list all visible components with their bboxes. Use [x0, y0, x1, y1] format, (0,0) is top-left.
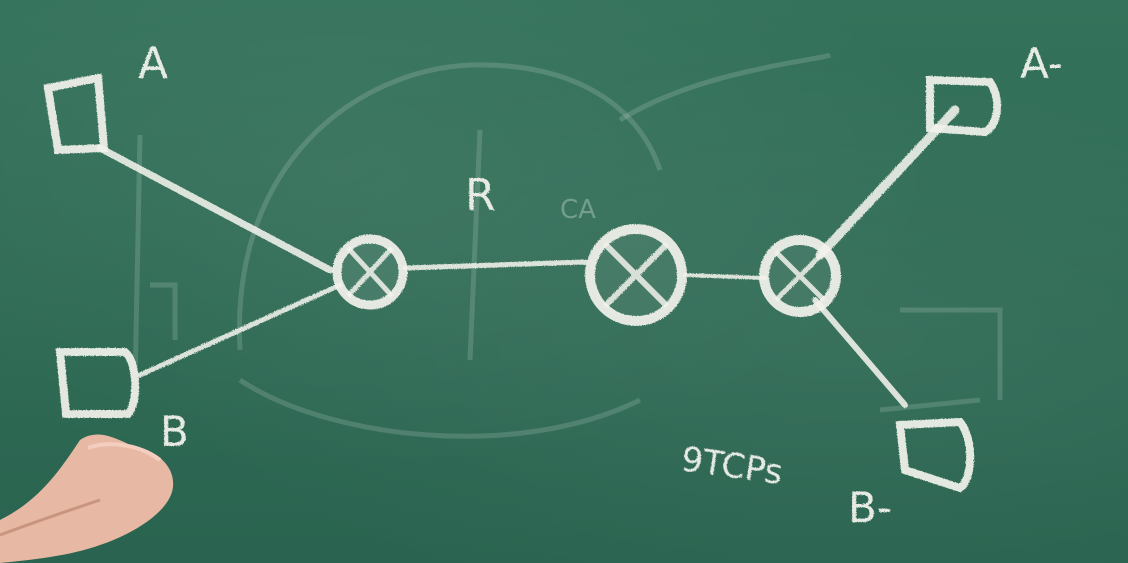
label-r: R: [465, 170, 496, 221]
label-9tcps: 9TCPs: [679, 439, 785, 493]
router-1: [332, 234, 408, 310]
label-b-left: B: [160, 407, 189, 456]
router-3: [759, 235, 841, 317]
edge-b-left-router1: [137, 282, 343, 378]
host-b-left: [55, 348, 140, 418]
edge-a-left-router1: [96, 144, 334, 274]
label-a-left: A: [138, 38, 168, 89]
edge-router3-b-right: [812, 297, 908, 408]
host-a-right: [926, 75, 1002, 137]
host-nodes: [43, 73, 1002, 493]
network-edges: [96, 105, 960, 408]
edge-router1-router2: [402, 259, 588, 271]
edge-router2-router3: [683, 273, 767, 280]
edge-router3-a-right: [815, 105, 960, 260]
label-ca-faint: CA: [560, 195, 596, 225]
erased-ghost-marks: [132, 52, 1003, 439]
host-b-right: [895, 417, 975, 493]
label-a-right: A-: [1020, 39, 1063, 88]
host-a-left: [43, 73, 109, 155]
hand: [0, 434, 174, 563]
router-2: [585, 224, 687, 326]
label-b-right: B-: [848, 483, 892, 532]
